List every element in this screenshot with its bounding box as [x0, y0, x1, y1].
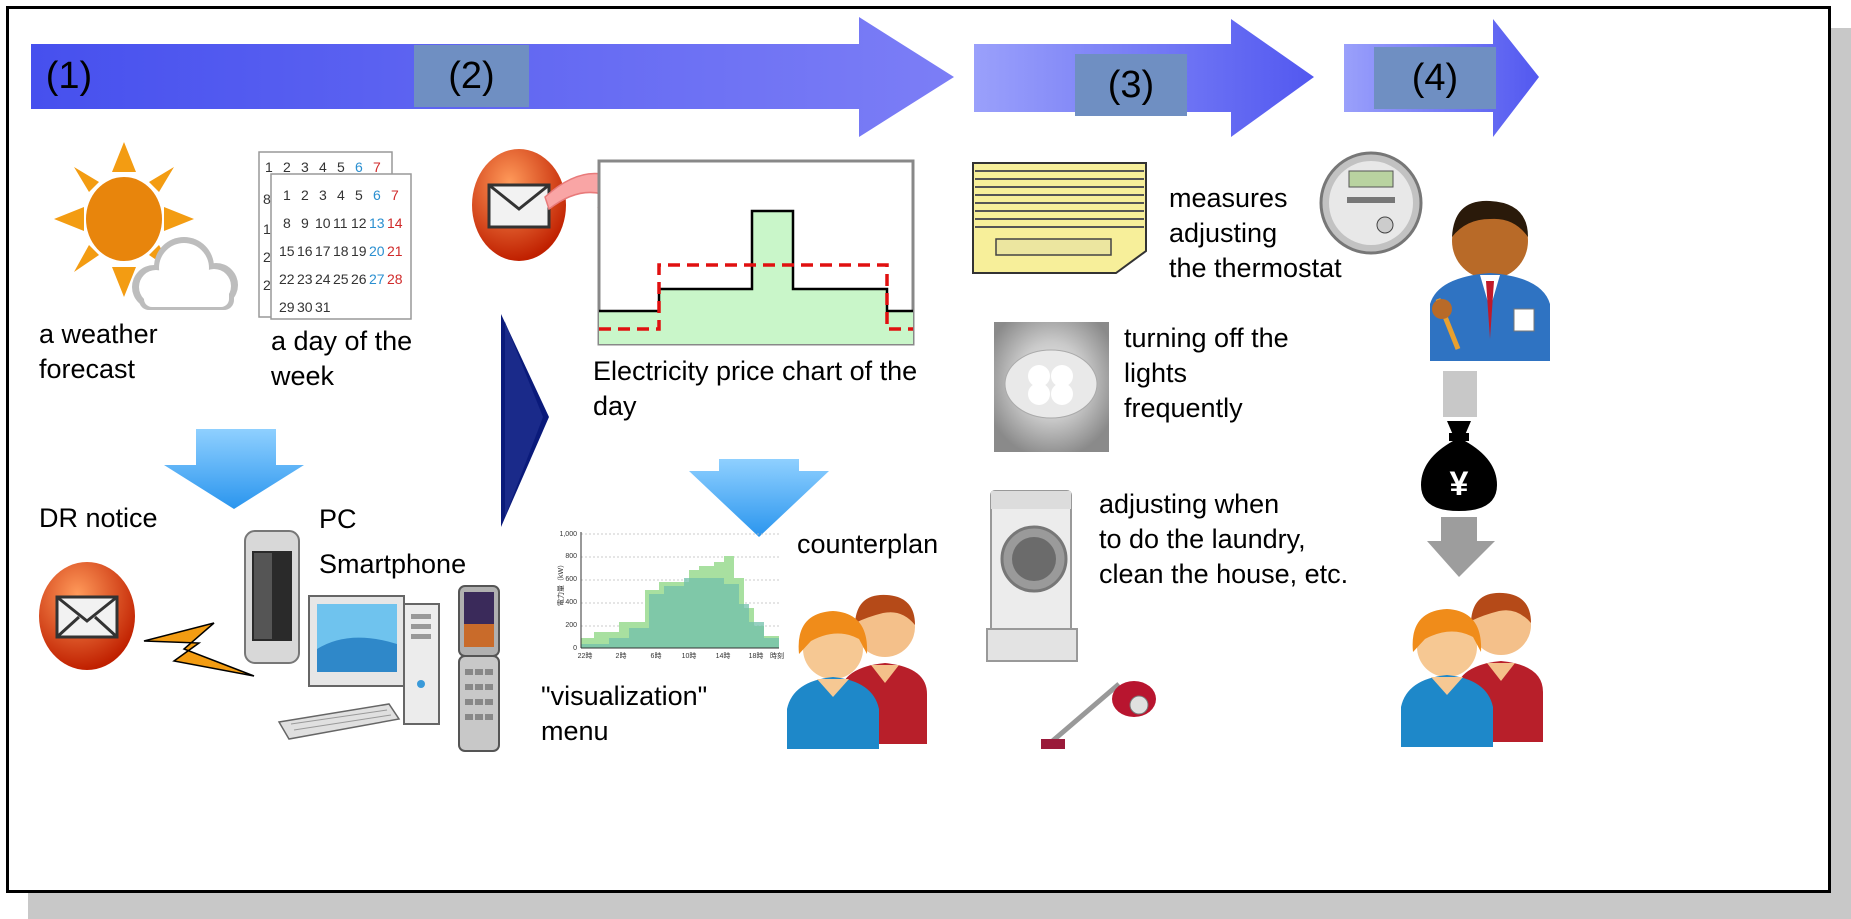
- viz-x-tick: 18時: [749, 652, 764, 660]
- lights-caption: turning off the lights frequently: [1124, 323, 1289, 423]
- air-conditioner-icon: [972, 162, 1147, 274]
- svg-text:8: 8: [283, 215, 291, 231]
- svg-text:12: 12: [351, 215, 367, 231]
- pc-icon: [277, 595, 440, 740]
- svg-text:16: 16: [297, 243, 313, 259]
- weather-sun-cloud-icon: [54, 142, 238, 310]
- viz-y-tick: 1,000: [559, 531, 577, 538]
- viz-x-tick: 22時: [578, 652, 593, 660]
- svg-text:9: 9: [301, 215, 309, 231]
- svg-text:5: 5: [337, 159, 345, 175]
- pc-label: PC: [319, 504, 357, 534]
- svg-text:13: 13: [369, 215, 385, 231]
- viz-x-tick: 時刻: [770, 651, 784, 660]
- day-of-week-caption: a day of the week: [271, 326, 413, 391]
- svg-text:11: 11: [333, 215, 348, 231]
- down-arrow-gray-2: [1427, 517, 1495, 577]
- vacuum-cleaner-icon: [1041, 681, 1156, 749]
- staff-person-icon: [1430, 200, 1550, 361]
- svg-text:14: 14: [387, 215, 403, 231]
- lightning-icon: [143, 622, 255, 677]
- svg-text:2: 2: [263, 249, 271, 265]
- viz-x-tick: 10時: [682, 652, 697, 660]
- down-arrow-2: [689, 459, 829, 537]
- svg-text:18: 18: [333, 243, 349, 259]
- step-2-label: (2): [414, 45, 529, 107]
- svg-text:1: 1: [283, 187, 291, 203]
- svg-text:28: 28: [387, 271, 403, 287]
- viz-y-tick: 0: [573, 645, 577, 652]
- laundry-caption: adjusting when to do the laundry, clean …: [1099, 489, 1349, 589]
- svg-text:7: 7: [391, 187, 399, 203]
- viz-y-axis-label: 電力量（kW）: [556, 561, 565, 606]
- viz-y-tick: 800: [565, 553, 577, 560]
- svg-text:30: 30: [297, 299, 313, 315]
- svg-text:20: 20: [369, 243, 385, 259]
- svg-text:4: 4: [337, 187, 345, 203]
- dr-notice-label: DR notice: [39, 503, 158, 533]
- svg-text:6: 6: [373, 187, 381, 203]
- money-bag-icon: [1421, 421, 1497, 511]
- svg-text:6: 6: [355, 159, 363, 175]
- price-chart: [597, 159, 915, 346]
- viz-y-tick: 600: [565, 576, 577, 583]
- people-icon-result: [1401, 592, 1543, 747]
- svg-text:5: 5: [355, 187, 363, 203]
- svg-text:10: 10: [315, 215, 331, 231]
- mail-notice-icon: [39, 562, 135, 670]
- smartphone-icon: [244, 530, 300, 664]
- electric-meter-icon: [1319, 151, 1423, 255]
- svg-text:3: 3: [319, 187, 327, 203]
- washing-machine-icon: [986, 490, 1078, 662]
- svg-text:19: 19: [351, 243, 367, 259]
- process-arrow-4: [1344, 19, 1539, 137]
- counterplan-label: counterplan: [797, 529, 939, 559]
- viz-x-tick: 14時: [716, 652, 731, 660]
- viz-x-tick: 2時: [616, 652, 627, 660]
- svg-text:1: 1: [263, 221, 271, 237]
- svg-text:8: 8: [263, 191, 271, 207]
- weather-forecast-caption: a weather forecast: [39, 319, 158, 384]
- svg-text:2: 2: [301, 187, 309, 203]
- svg-text:1: 1: [265, 159, 273, 175]
- thermostat-caption: measures adjusting the thermostat: [1169, 183, 1342, 283]
- svg-text:22: 22: [279, 271, 295, 287]
- smartphone-label: Smartphone: [319, 549, 467, 579]
- svg-text:2: 2: [283, 159, 291, 175]
- ceiling-light-icon: [994, 322, 1109, 452]
- svg-text:7: 7: [373, 159, 381, 175]
- viz-x-tick: 6時: [651, 652, 662, 660]
- svg-text:31: 31: [315, 299, 331, 315]
- svg-text:4: 4: [319, 159, 327, 175]
- svg-text:3: 3: [301, 159, 309, 175]
- viz-y-tick: 400: [565, 599, 577, 606]
- down-arrow-gray-1: [1443, 371, 1477, 417]
- step-4-label: (4): [1374, 47, 1496, 109]
- svg-text:17: 17: [315, 243, 331, 259]
- step-1-label: (1): [45, 55, 93, 97]
- diagram-frame: (1) (2) (3) (4) a weather forecast: [6, 6, 1831, 893]
- down-arrow-1: [164, 429, 304, 509]
- svg-text:24: 24: [315, 271, 331, 287]
- svg-text:25: 25: [333, 271, 349, 287]
- viz-y-tick: 200: [565, 622, 577, 629]
- svg-text:23: 23: [297, 271, 313, 287]
- step-3-label: (3): [1075, 54, 1187, 116]
- price-chart-caption: Electricity price chart of the day: [593, 356, 918, 421]
- svg-text:27: 27: [369, 271, 385, 287]
- svg-text:29: 29: [279, 299, 295, 315]
- svg-text:2: 2: [263, 277, 271, 293]
- svg-text:15: 15: [279, 243, 295, 259]
- yen-symbol: ¥: [1449, 465, 1469, 503]
- visualization-caption: "visualization" menu: [541, 681, 708, 746]
- svg-text:21: 21: [387, 243, 403, 259]
- people-icon: [787, 594, 927, 749]
- flip-phone-icon: [458, 585, 500, 752]
- visualization-chart: 1,000 800 600 400 200 0 電力量（kW） 22時 2時 6…: [556, 531, 784, 660]
- separator-arrow: [501, 314, 549, 527]
- svg-text:26: 26: [351, 271, 367, 287]
